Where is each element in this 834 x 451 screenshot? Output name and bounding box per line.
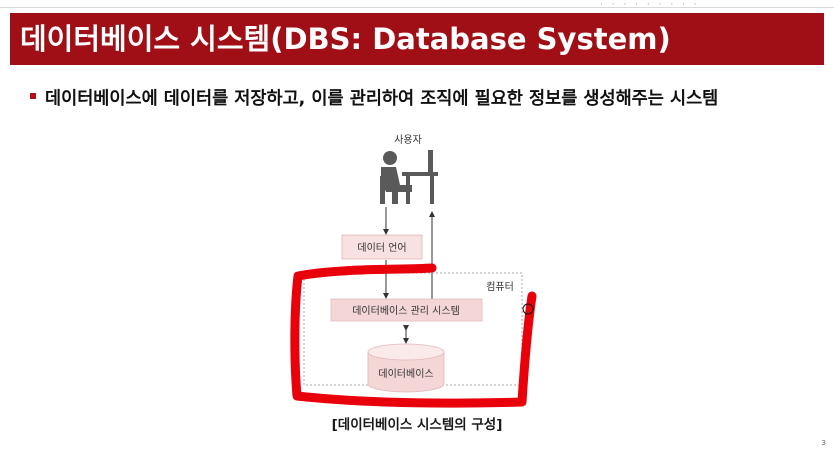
slide-title: 데이터베이스 시스템(DBS: Database System) xyxy=(20,22,671,56)
dbms-label: 데이터베이스 관리 시스템 xyxy=(352,305,460,317)
data-language-label: 데이터 언어 xyxy=(357,242,406,254)
dbms-box xyxy=(330,298,483,322)
top-rule xyxy=(0,7,834,8)
data-language-box xyxy=(341,234,423,260)
red-annotation-stroke xyxy=(290,263,537,408)
title-bar xyxy=(10,13,824,65)
bullet-text: 데이터베이스에 데이터를 저장하고, 이를 관리하여 조직에 필요한 정보를 생… xyxy=(45,89,719,109)
diagram-caption: [데이터베이스 시스템의 구성] xyxy=(331,417,503,433)
computer-label: 컴퓨터 xyxy=(486,281,514,293)
database-cylinder-icon xyxy=(367,343,445,393)
user-label: 사용자 xyxy=(394,134,422,146)
user-at-computer-icon xyxy=(380,150,438,204)
bullet-marker xyxy=(30,93,36,99)
annotation-pen-cursor xyxy=(522,303,534,315)
page-number: 3 xyxy=(821,439,826,447)
top-faded-text: · · · · · · · · · xyxy=(600,0,700,10)
database-label: 데이터베이스 xyxy=(378,368,433,380)
